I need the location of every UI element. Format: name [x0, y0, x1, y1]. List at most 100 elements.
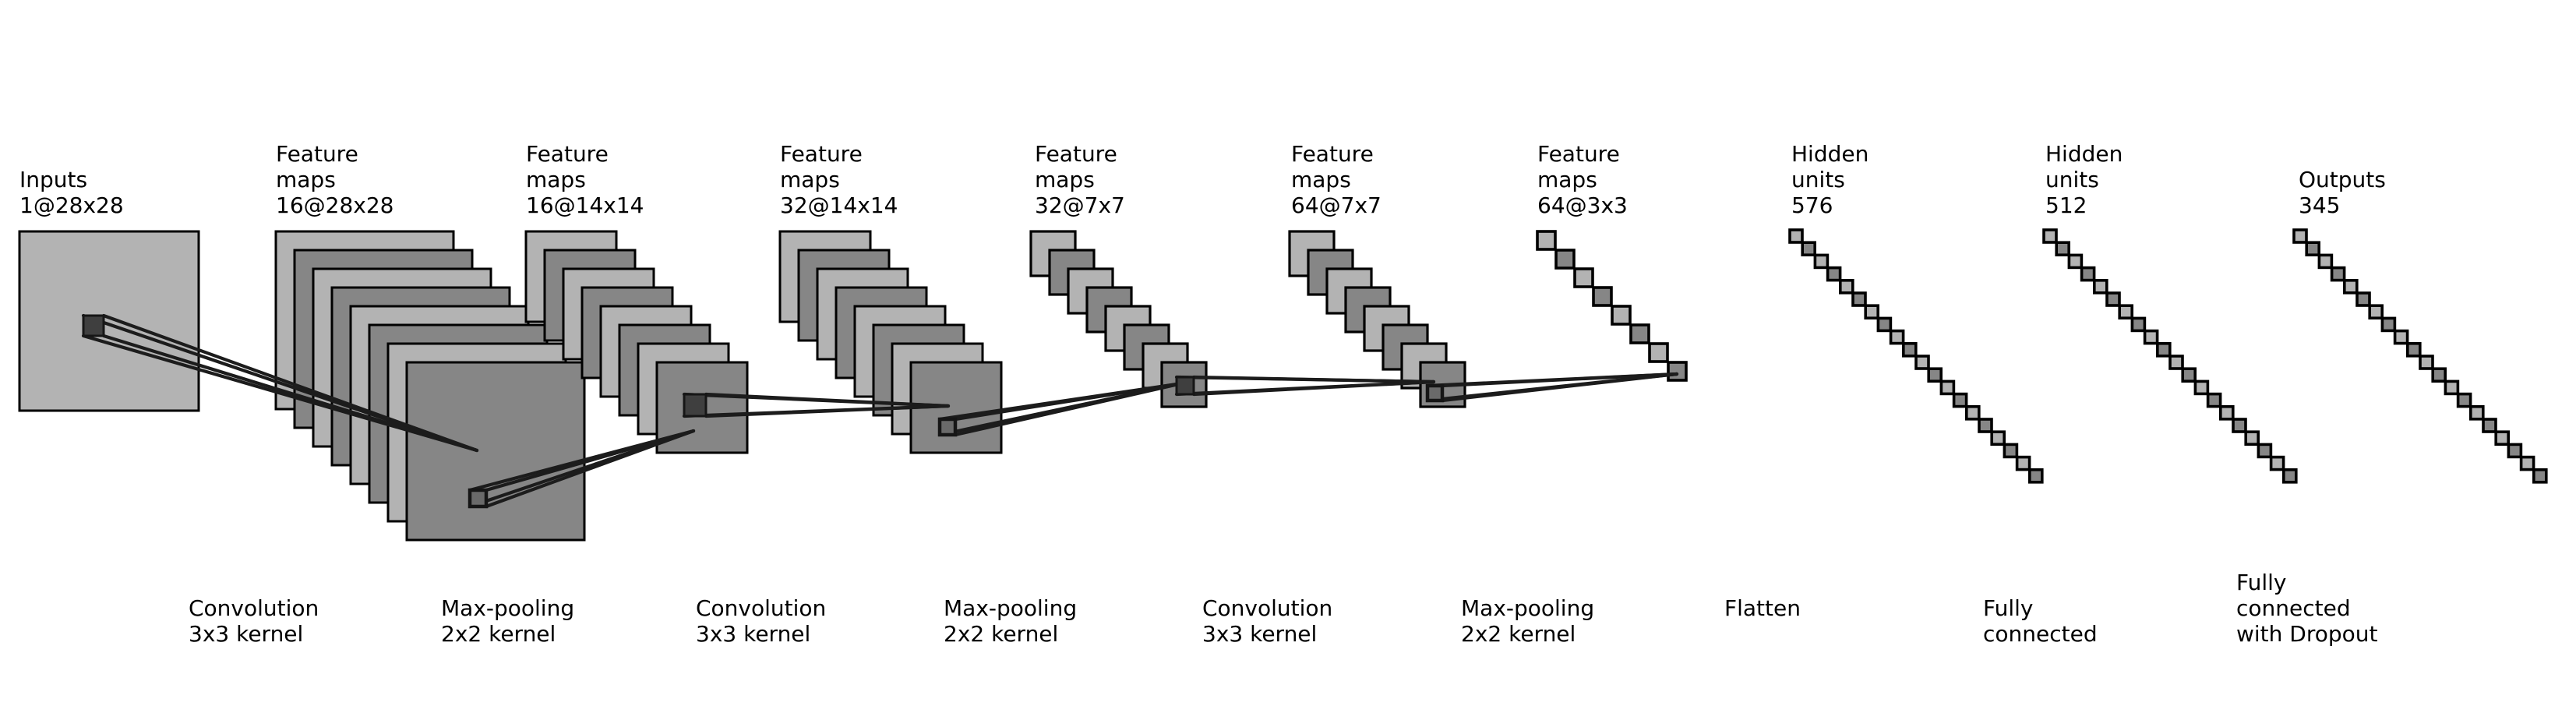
- hidden-units-2-label-line-1: Hidden: [2045, 141, 2123, 167]
- outputs-plane-5: [2343, 278, 2359, 295]
- feature-maps-2-label-line-1: Feature: [526, 141, 609, 167]
- feature-maps-6-label-line-2: maps: [1537, 167, 1597, 192]
- hidden-units-2-plane-16: [2232, 418, 2247, 433]
- pool3-kernel: [1425, 383, 1445, 403]
- hidden-units-2-plane-17: [2244, 430, 2260, 446]
- op-conv-3-label-line-2: 3x3 kernel: [1202, 621, 1317, 647]
- op-flatten-label-line-1: Flatten: [1724, 595, 1801, 621]
- feature-maps-1-plane-8: [405, 361, 586, 542]
- outputs-plane-3: [2317, 253, 2334, 270]
- hidden-units-1-plane-19: [2015, 455, 2031, 471]
- inputs-stack: [18, 230, 200, 412]
- op-pool-2-label-line-1: Max-pooling: [944, 595, 1077, 621]
- op-conv-2-label-line-1: Convolution: [696, 595, 826, 621]
- feature-maps-2-label-line-2: maps: [526, 167, 586, 192]
- connection-beams: [81, 313, 1679, 509]
- op-conv-1-label-line-2: 3x3 kernel: [189, 621, 303, 647]
- hidden-units-1-label-line-3: 576: [1791, 192, 1833, 218]
- pool1-kernel-beam: [468, 429, 696, 509]
- hidden-units-2-plane-1: [2042, 228, 2058, 244]
- feature-maps-5-label-line-2: maps: [1291, 167, 1351, 192]
- hidden-units-1-label-line-2: units: [1791, 167, 1845, 192]
- hidden-units-1-plane-20: [2028, 468, 2044, 484]
- conv2-kernel: [683, 393, 708, 418]
- hidden-units-1-plane-12: [1927, 367, 1943, 383]
- outputs-plane-18: [2507, 443, 2523, 459]
- hidden-units-2-plane-9: [2143, 329, 2159, 345]
- hidden-units-2-plane-2: [2055, 241, 2070, 257]
- conv3-kernel-beam-line-2: [1191, 375, 1436, 384]
- feature-maps-1-label-line-1: Feature: [276, 141, 358, 167]
- hidden-units-2-plane-10: [2156, 341, 2172, 358]
- hidden-units-2-plane-12: [2181, 367, 2197, 383]
- feature-maps-6-plane-8: [1667, 361, 1688, 382]
- outputs-plane-11: [2419, 355, 2434, 370]
- conv1-kernel-beam-line-4: [101, 334, 479, 453]
- feature-maps-6-plane-3: [1573, 267, 1594, 288]
- outputs-plane-2: [2305, 241, 2320, 257]
- conv3-kernel-beam-line-4: [1191, 379, 1436, 397]
- op-fc-label-line-1: Fully: [1983, 595, 2033, 621]
- feature-maps-2-stack: [524, 230, 749, 454]
- outputs-plane-7: [2368, 304, 2384, 320]
- feature-maps-6-stack: [1536, 230, 1688, 382]
- pool2-kernel: [937, 417, 958, 437]
- hidden-units-2-plane-19: [2269, 455, 2285, 471]
- layer-labels: Inputs1@28x28Featuremaps16@28x28Featurem…: [19, 141, 2386, 218]
- hidden-units-1-plane-11: [1914, 355, 1930, 370]
- conv2-kernel-beam: [682, 392, 951, 418]
- op-flatten-label: Flatten: [1724, 595, 1801, 621]
- op-fc-dropout-label-line-3: with Dropout: [2236, 621, 2378, 647]
- inputs-plane-1: [18, 230, 200, 412]
- op-conv-1-label-line-1: Convolution: [189, 595, 319, 621]
- op-conv-2-label-line-2: 3x3 kernel: [696, 621, 810, 647]
- feature-maps-2-label-line-3: 16@14x14: [526, 192, 644, 218]
- outputs-plane-6: [2355, 291, 2371, 307]
- outputs-plane-19: [2519, 455, 2535, 471]
- feature-maps-1-label-line-2: maps: [276, 167, 336, 192]
- hidden-units-2-plane-18: [2257, 443, 2273, 459]
- hidden-units-2-plane-7: [2118, 304, 2133, 320]
- hidden-units-1-plane-14: [1952, 392, 1968, 408]
- outputs-plane-17: [2494, 430, 2510, 446]
- kernels: [82, 314, 1445, 509]
- feature-maps-3-label-line-2: maps: [780, 167, 840, 192]
- outputs-plane-13: [2444, 379, 2460, 396]
- inputs-label-line-1: Inputs: [19, 167, 87, 192]
- hidden-units-1-plane-16: [1978, 418, 1993, 433]
- pool2-kernel-beam-line-4: [953, 381, 1184, 437]
- outputs-plane-4: [2330, 266, 2346, 282]
- outputs-plane-14: [2456, 392, 2472, 408]
- op-pool-3-label-line-2: 2x2 kernel: [1461, 621, 1576, 647]
- outputs-label-line-2: 345: [2299, 192, 2340, 218]
- op-pool-1-label-line-1: Max-pooling: [441, 595, 574, 621]
- feature-maps-6-plane-1: [1536, 230, 1557, 251]
- feature-maps-6-plane-4: [1592, 286, 1613, 307]
- pool3-kernel-beam: [1425, 372, 1679, 403]
- feature-maps-1-label-line-3: 16@28x28: [276, 192, 393, 218]
- conv2-kernel-beam-line-2: [704, 392, 951, 408]
- op-pool-1-label-line-2: 2x2 kernel: [441, 621, 556, 647]
- feature-maps-5-label-line-1: Feature: [1291, 141, 1374, 167]
- hidden-units-2-plane-20: [2282, 468, 2298, 484]
- hidden-units-2-stack: [2042, 228, 2298, 484]
- pool2-kernel-beam: [937, 381, 1184, 437]
- hidden-units-1-plane-15: [1965, 404, 1981, 421]
- feature-maps-6-plane-2: [1554, 249, 1576, 270]
- hidden-units-1-plane-7: [1864, 304, 1879, 320]
- outputs-plane-10: [2406, 341, 2422, 358]
- pool2-kernel-beam-line-2: [953, 381, 1184, 422]
- conv3-kernel-beam: [1174, 375, 1436, 397]
